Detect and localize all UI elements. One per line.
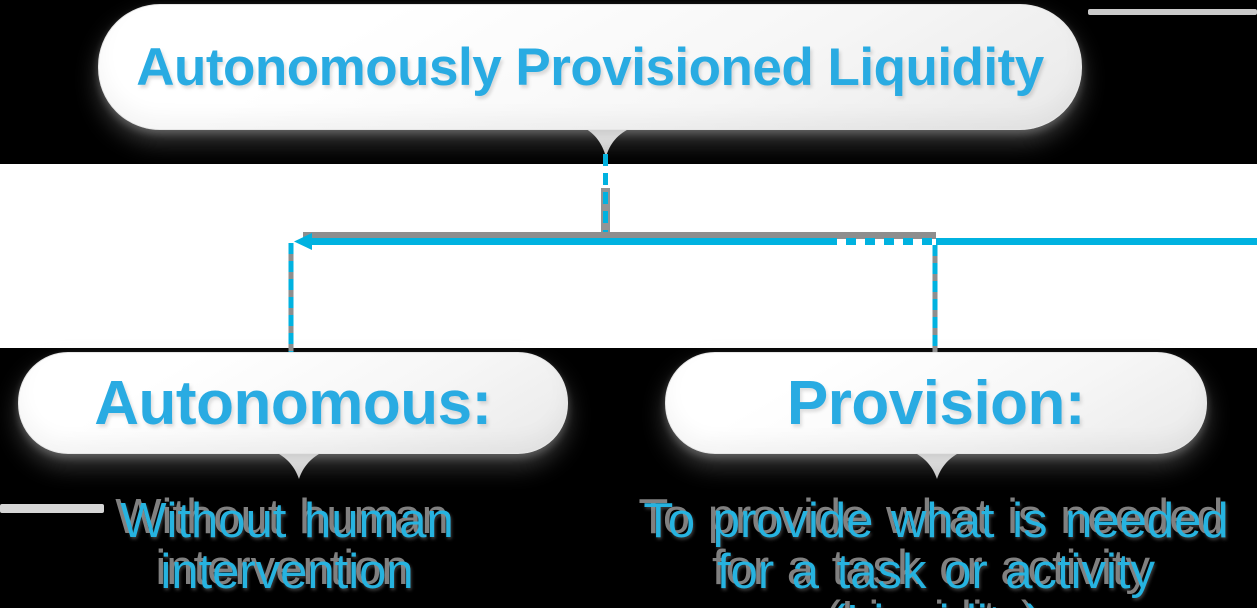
child-node-provision-label: Provision: (786, 368, 1086, 438)
background-band (0, 164, 1257, 348)
child-node-autonomous: Autonomous: (18, 352, 568, 454)
left-edge-streak (0, 504, 104, 513)
root-node: Autonomously Provisioned Liquidity (98, 4, 1082, 130)
root-node-label: Autonomously Provisioned Liquidity (136, 37, 1044, 97)
child-node-provision: Provision: (665, 352, 1207, 454)
root-tail (581, 126, 635, 157)
right-child-tail (911, 451, 963, 479)
child-node-autonomous-label: Autonomous: (94, 368, 492, 438)
autonomous-description: Without human intervention (120, 494, 454, 599)
left-child-tail (273, 451, 325, 479)
top-right-streak (1088, 9, 1257, 15)
provision-description: To provide what is needed for a task or … (643, 494, 1229, 608)
